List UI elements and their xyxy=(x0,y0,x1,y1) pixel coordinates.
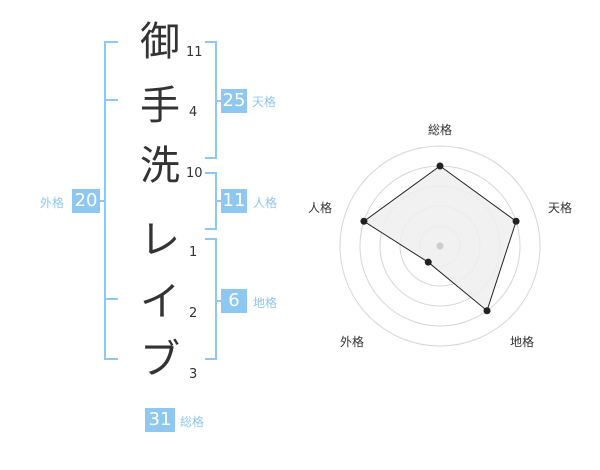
name-char-1: 御 xyxy=(140,19,180,65)
tenkaku-bracket xyxy=(205,41,217,159)
name-char-4: レ xyxy=(140,217,180,263)
stroke-count-2: 4 xyxy=(189,105,198,120)
stroke-count-6: 3 xyxy=(189,367,198,382)
radar-value-polygon xyxy=(363,165,517,312)
radar-point-5 xyxy=(360,217,368,225)
radar-label-gaikaku: 外格 xyxy=(340,335,365,349)
jinkaku-bracket-tick xyxy=(217,200,223,202)
tenkaku-bracket-tick xyxy=(217,100,223,102)
stroke-count-3: 10 xyxy=(186,166,203,181)
radar-point-1 xyxy=(436,162,444,170)
stroke-count-1: 11 xyxy=(186,45,203,60)
tenkaku-value: 25 xyxy=(221,89,247,113)
gaikaku-label: 外格 xyxy=(40,196,65,210)
soukaku-value: 31 xyxy=(145,408,175,432)
radar-label-soukaku: 総格 xyxy=(428,123,453,137)
jinkaku-label: 人格 xyxy=(253,196,278,210)
radar-center-dot xyxy=(436,242,444,250)
radar-point-3 xyxy=(483,307,491,315)
stroke-count-5: 2 xyxy=(189,306,198,321)
gaikaku-bracket-tick-2 xyxy=(104,298,118,300)
radar-label-chikaku: 地格 xyxy=(510,335,535,349)
name-char-6: ブ xyxy=(140,337,180,383)
name-char-5: イ xyxy=(140,279,180,325)
gaikaku-bracket xyxy=(104,41,118,360)
jinkaku-bracket xyxy=(205,172,217,230)
soukaku-label: 総格 xyxy=(180,415,205,429)
jinkaku-value: 11 xyxy=(221,189,247,213)
tenkaku-label: 天格 xyxy=(252,95,277,109)
radar-label-tenkaku: 天格 xyxy=(548,201,573,215)
radar-label-jinkaku: 人格 xyxy=(308,201,333,215)
radar-grid-ring-5 xyxy=(339,145,541,347)
chikaku-label: 地格 xyxy=(253,296,278,310)
radar-point-4 xyxy=(424,258,432,266)
gaikaku-bracket-stub xyxy=(98,200,104,202)
radar-point-2 xyxy=(512,217,520,225)
chikaku-bracket xyxy=(205,238,217,360)
gaikaku-bracket-tick-1 xyxy=(104,99,118,101)
gaikaku-value: 20 xyxy=(72,189,100,213)
chikaku-value: 6 xyxy=(221,289,247,313)
chikaku-bracket-tick xyxy=(217,300,223,302)
name-char-3: 洗 xyxy=(140,143,180,189)
stroke-count-4: 1 xyxy=(189,245,198,260)
name-char-2: 手 xyxy=(140,83,180,129)
